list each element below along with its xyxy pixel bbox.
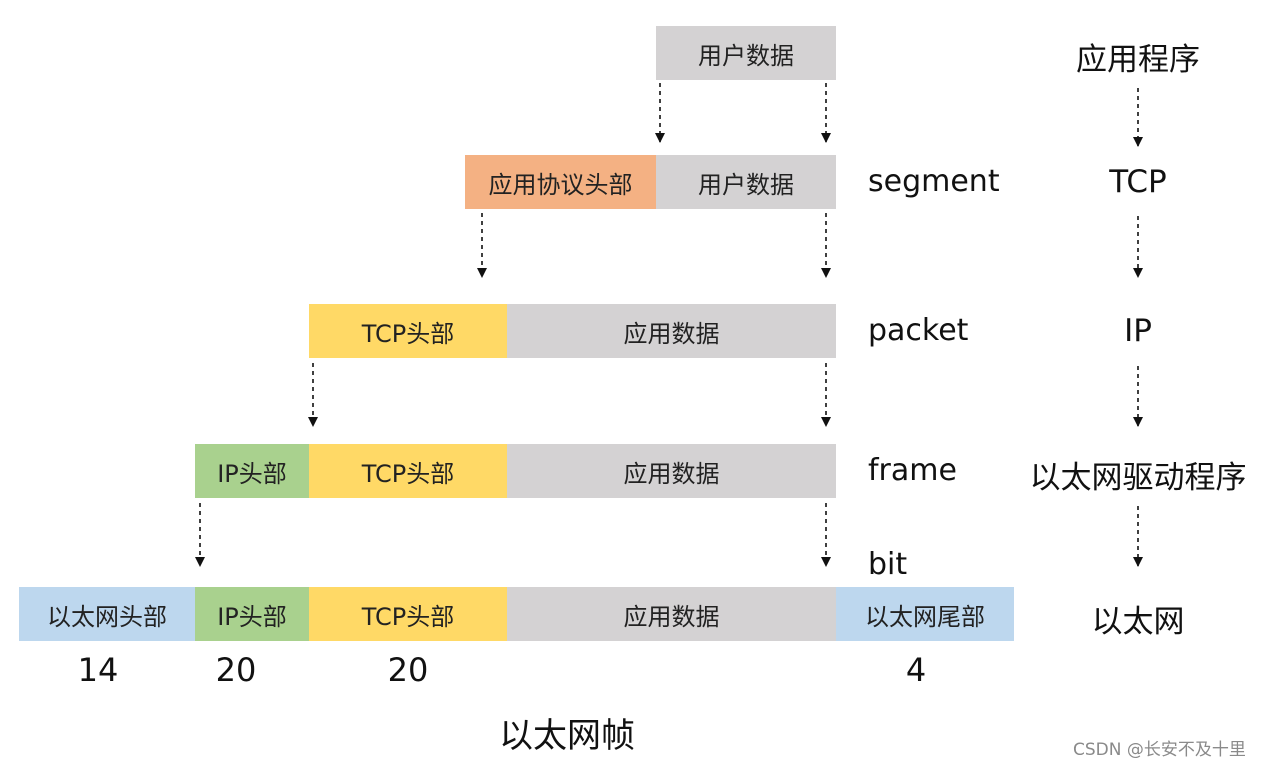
- unit-packet: packet: [868, 313, 969, 348]
- eth-header-box: 以太网头部: [19, 587, 195, 641]
- arrowhead-layer-ip: [1133, 417, 1143, 427]
- arrowhead-tcp-left: [477, 268, 487, 278]
- arrowhead-app-left: [655, 133, 665, 143]
- arrowhead-frame-left: [195, 557, 205, 567]
- watermark: CSDN @长安不及十里: [1073, 740, 1246, 760]
- tcp-app-header-box: 应用协议头部: [465, 155, 656, 209]
- arrowhead-ip-right: [821, 417, 831, 427]
- layer-ethernet-driver: 以太网驱动程序: [1029, 460, 1247, 496]
- size-eth-trailer: 4: [905, 651, 927, 689]
- layer-ethernet: 以太网: [1091, 604, 1185, 640]
- unit-bit: bit: [868, 547, 908, 582]
- eth-app-data-box: 应用数据: [507, 587, 836, 641]
- eth-ip-header-box: IP头部: [195, 587, 309, 641]
- eth-trailer-box: 以太网尾部: [836, 587, 1014, 641]
- arrowhead-ip-left: [308, 417, 318, 427]
- size-eth-header: 14: [77, 651, 119, 689]
- unit-frame: frame: [868, 453, 957, 488]
- eth-tcp-header-box: TCP头部: [309, 587, 507, 641]
- frame-tcp-header-box: TCP头部: [309, 444, 507, 498]
- size-ip-header: 20: [215, 651, 257, 689]
- layer-ip: IP: [1124, 313, 1152, 349]
- unit-segment: segment: [868, 164, 1000, 199]
- arrowhead-tcp-right: [821, 268, 831, 278]
- ip-app-data-box: 应用数据: [507, 304, 836, 358]
- ip-tcp-header-box: TCP头部: [309, 304, 507, 358]
- app-user-data-box: 用户数据: [656, 26, 836, 80]
- frame-app-data-box: 应用数据: [507, 444, 836, 498]
- layer-application: 应用程序: [1076, 42, 1200, 78]
- size-tcp-header: 20: [387, 651, 429, 689]
- layer-tcp: TCP: [1109, 164, 1167, 200]
- arrowhead-layer-tcp: [1133, 268, 1143, 278]
- frame-ip-header-box: IP头部: [195, 444, 309, 498]
- tcp-user-data-box: 用户数据: [656, 155, 836, 209]
- arrowhead-layer-driver: [1133, 557, 1143, 567]
- frame-caption: 以太网帧: [499, 716, 635, 756]
- arrowhead-frame-right: [821, 557, 831, 567]
- arrowhead-app-right: [821, 133, 831, 143]
- arrowhead-layer-app: [1133, 137, 1143, 147]
